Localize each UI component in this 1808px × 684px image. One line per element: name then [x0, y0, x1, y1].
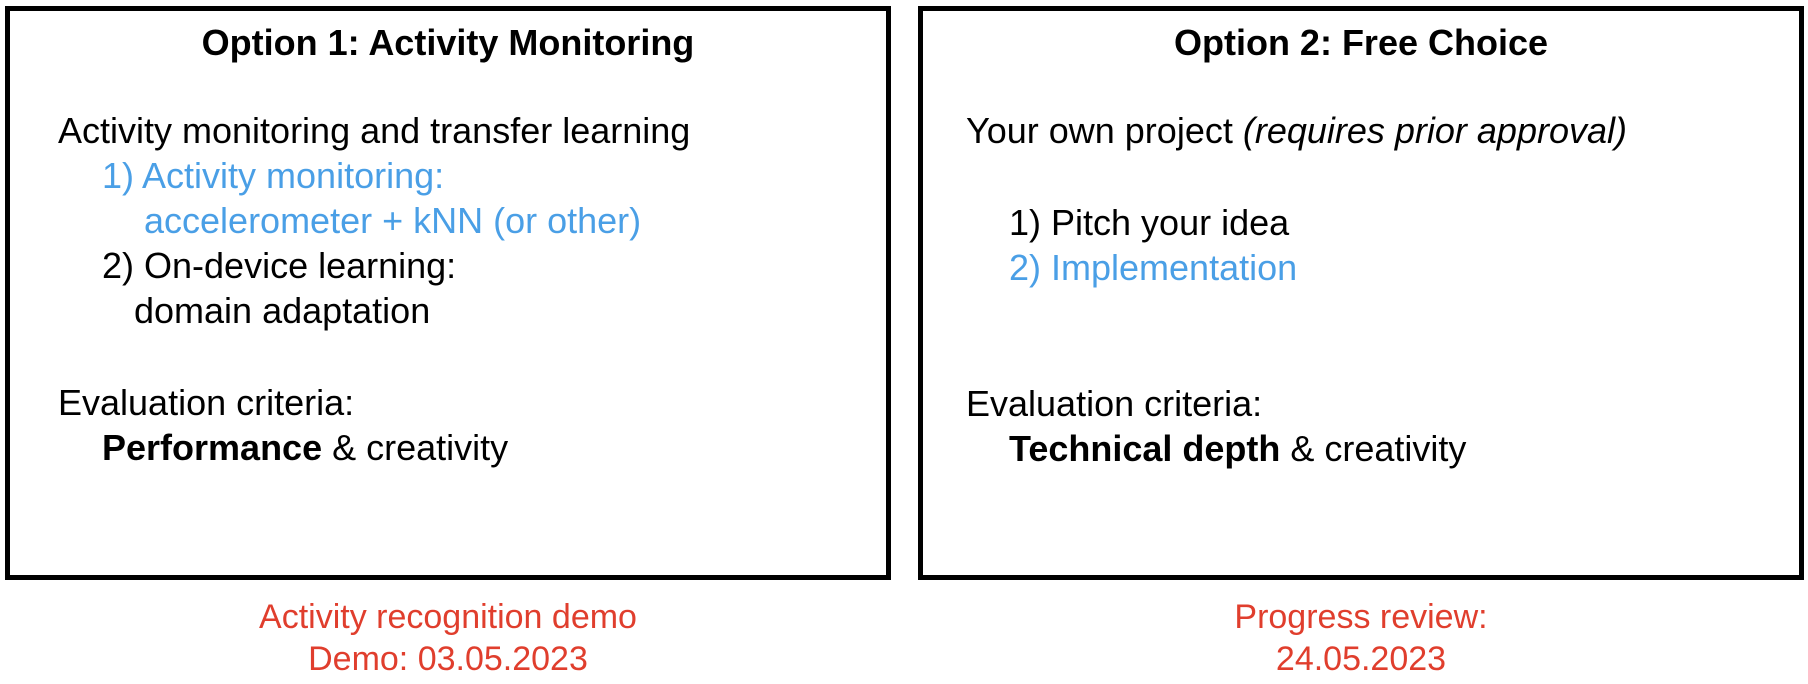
option2-heading-note: (requires prior approval)	[1242, 110, 1627, 151]
option2-caption-line1: Progress review:	[1234, 598, 1488, 636]
option1-criteria-rest: & creativity	[322, 427, 509, 468]
option2-caption: Progress review: 24.05.2023	[918, 596, 1804, 680]
option1-caption: Activity recognition demo Demo: 03.05.20…	[5, 596, 891, 680]
option1-caption-line1: Activity recognition demo	[259, 598, 637, 636]
option1-caption-line2: Demo: 03.05.2023	[308, 640, 588, 678]
option2-panel: Option 2: Free Choice Your own project (…	[918, 6, 1804, 580]
option2-title: Option 2: Free Choice	[1173, 22, 1549, 63]
option2-heading-text: Your own project	[966, 110, 1243, 151]
option1-step1-detail: accelerometer + kNN (or other)	[144, 200, 642, 241]
option1-criteria-label: Evaluation criteria:	[58, 382, 355, 423]
option2-step2: 2) Implementation	[1009, 247, 1298, 288]
option1-heading: Activity monitoring and transfer learnin…	[58, 110, 691, 151]
option2-step1: 1) Pitch your idea	[1009, 202, 1290, 243]
option1-panel: Option 1: Activity Monitoring Activity m…	[5, 6, 891, 580]
option1-step2-title: 2) On-device learning:	[102, 245, 457, 286]
option1-criteria-bold: Performance	[102, 427, 323, 468]
option1-step2-detail: domain adaptation	[134, 290, 431, 331]
option1-criteria: Performance & creativity	[102, 426, 508, 470]
option2-heading: Your own project (requires prior approva…	[966, 109, 1627, 153]
option2-criteria-bold: Technical depth	[1009, 428, 1281, 469]
option1-title: Option 1: Activity Monitoring	[201, 22, 695, 63]
option1-step1-title: 1) Activity monitoring:	[102, 155, 445, 196]
option2-criteria-rest: & creativity	[1280, 428, 1467, 469]
option2-criteria-label: Evaluation criteria:	[966, 383, 1263, 424]
option2-caption-line2: 24.05.2023	[1275, 640, 1447, 678]
option2-criteria: Technical depth & creativity	[1009, 427, 1466, 471]
